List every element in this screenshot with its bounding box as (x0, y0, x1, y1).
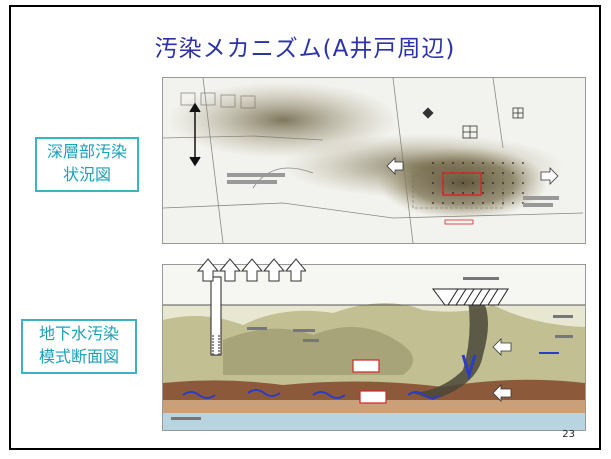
flow-arrows-map (386, 157, 559, 185)
cross-section-label: 地下水汚染 模式断面図 (21, 319, 137, 374)
deep-layer (163, 413, 585, 430)
section-label-line-1: 地下水汚染 (38, 324, 119, 343)
map-annotations (227, 173, 559, 207)
deep-contamination-label: 深層部汚染 状況図 (35, 137, 139, 192)
contamination-zone (223, 327, 413, 375)
house-arrows (196, 258, 306, 282)
depth-arrow (189, 102, 201, 167)
label-box-red-2 (359, 390, 387, 404)
house-arrow-2 (218, 258, 242, 282)
lower-sand (163, 400, 585, 413)
deep-label-line-1: 深層部汚染 (46, 142, 127, 161)
flow-arrows-section (492, 338, 512, 402)
plume-upper (168, 82, 398, 158)
page-number: 23 (562, 429, 575, 440)
deep-label-line-2: 状況図 (62, 165, 111, 184)
well (210, 276, 222, 356)
groundwater-flow-arrows (182, 352, 559, 399)
deep-contamination-map (162, 77, 586, 244)
hatched-pit (432, 288, 509, 306)
deep-contamination-map-svg (163, 78, 584, 243)
downward-flow-arrow (461, 354, 477, 381)
slide: 汚染メカニズム(A井戸周辺) (9, 5, 601, 450)
legend-marker (444, 219, 474, 225)
slide-title: 汚染メカニズム(A井戸周辺) (154, 36, 456, 62)
house-arrow-4 (262, 258, 286, 282)
field-symbols (422, 107, 524, 139)
section-label-line-2: 模式断面図 (38, 347, 119, 366)
cross-section-svg (163, 276, 585, 430)
groundwater-cross-section (162, 264, 586, 431)
source-area-marker (442, 172, 482, 196)
house-arrow-3 (240, 258, 264, 282)
label-box-red-1 (352, 359, 380, 373)
section-annotations (171, 277, 573, 420)
house-arrow-5 (284, 258, 306, 282)
house-arrow-1 (196, 258, 220, 282)
